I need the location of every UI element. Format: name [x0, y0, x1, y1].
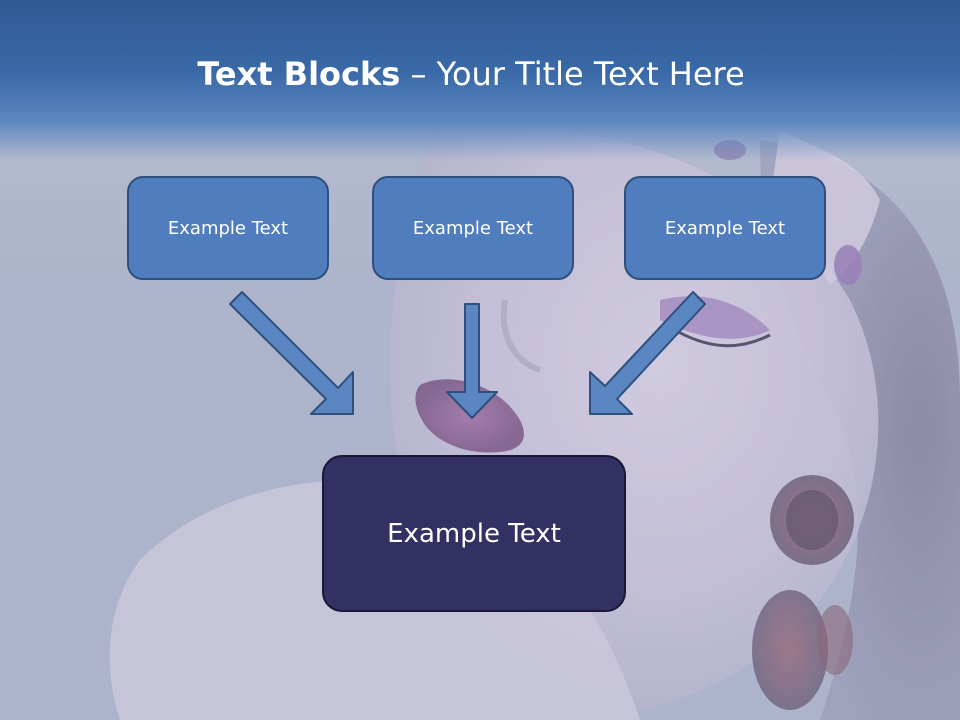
text-block-2-label: Example Text [412, 217, 534, 239]
title-dash: – [410, 55, 427, 93]
main-text-block-label: Example Text [387, 518, 561, 549]
text-block-2[interactable]: Example Text [372, 176, 574, 280]
slide-title[interactable]: Text Blocks – Your Title Text Here [0, 52, 942, 96]
text-block-3[interactable]: Example Text [624, 176, 826, 280]
main-text-block[interactable]: Example Text [322, 455, 626, 612]
header-band [0, 0, 960, 160]
text-block-1-label: Example Text [167, 217, 289, 239]
text-block-3-label: Example Text [664, 217, 786, 239]
title-rest: Your Title Text Here [436, 55, 745, 93]
title-bold-part: Text Blocks [197, 55, 401, 93]
text-block-1[interactable]: Example Text [127, 176, 329, 280]
